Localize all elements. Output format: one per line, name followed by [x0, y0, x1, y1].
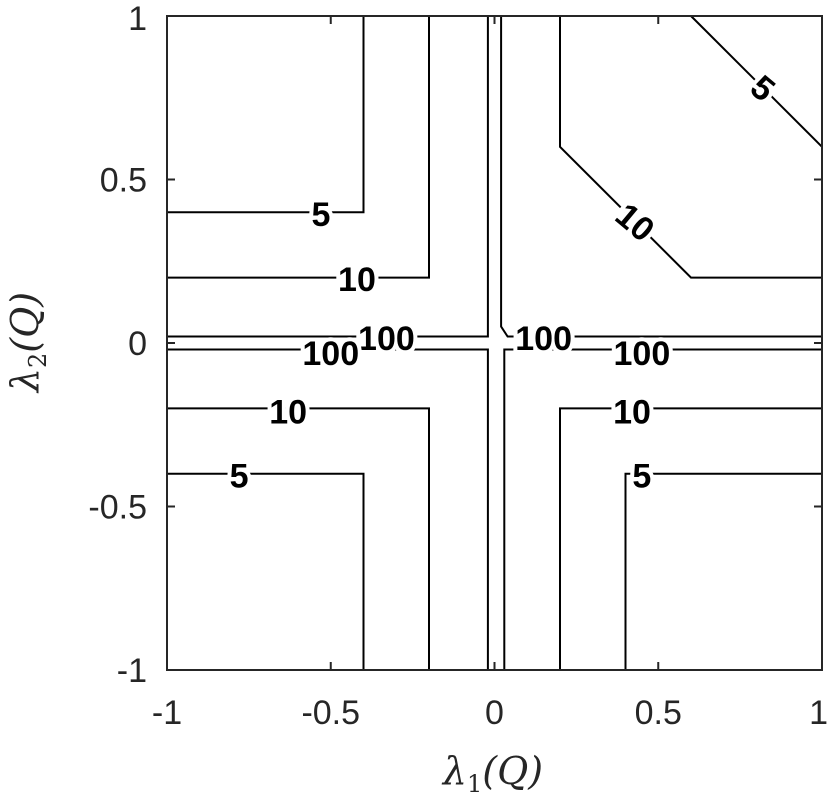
contour-label-8: 10: [269, 394, 307, 432]
contour-label-3: 100: [302, 335, 359, 373]
contour-line-5-5: [690, 15, 823, 148]
contour-label-9: 10: [613, 394, 651, 432]
x-axis-label-argument: (Q): [482, 749, 543, 793]
x-tick-label-4: 1: [809, 694, 828, 732]
x-tick-label-2: 0: [485, 694, 504, 732]
contour-line-10-4: [559, 16, 822, 279]
contour-line-100-3: [500, 16, 822, 338]
contour-line-5-8: [167, 472, 365, 670]
contour-label-2: 100: [358, 320, 415, 358]
contour-line-5-0: [167, 16, 365, 214]
y-axis-label-symbol: λ: [3, 368, 47, 394]
y-tick-label-2: 0: [128, 325, 147, 363]
contour-line-5-11: [624, 472, 822, 670]
y-tick-label-3: 0.5: [100, 162, 147, 200]
contour-line-10-7: [167, 407, 430, 670]
contour-label-10: 5: [230, 457, 249, 495]
contour-label-11: 5: [632, 457, 651, 495]
contour-line-100-6: [167, 348, 489, 670]
x-axis-label-subscript: 1: [467, 770, 482, 797]
plot-area-frame: [166, 15, 823, 671]
x-axis-ticks: -1 -0.5 0 0.5 1: [152, 16, 828, 732]
contour-label-4: 100: [515, 320, 572, 358]
y-tick-label-4: 1: [128, 0, 147, 38]
contour-label-1: 10: [338, 261, 376, 299]
contour-line-10-1: [167, 16, 430, 279]
contour-line-100-9: [503, 348, 822, 670]
y-axis-label-subscript: 2: [24, 353, 52, 368]
contour-line-100-2: [167, 16, 489, 338]
x-tick-label-3: 0.5: [635, 694, 682, 732]
y-tick-label-1: -0.5: [88, 489, 147, 527]
contour-line-10-10: [559, 407, 822, 670]
y-axis-ticks: -1 -0.5 0 0.5 1: [88, 0, 822, 690]
x-tick-label-0: -1: [152, 694, 182, 732]
y-axis-label: λ2(Q): [3, 292, 52, 394]
x-axis-label-symbol: λ: [441, 749, 467, 793]
x-axis-label: λ1(Q): [441, 749, 543, 797]
contour-label-5: 100: [614, 335, 671, 373]
y-tick-label-0: -1: [117, 652, 147, 690]
contour-label-0: 5: [311, 196, 330, 234]
y-axis-label-argument: (Q): [3, 292, 47, 353]
contour-lines: [167, 15, 823, 670]
x-tick-label-1: -0.5: [301, 694, 360, 732]
